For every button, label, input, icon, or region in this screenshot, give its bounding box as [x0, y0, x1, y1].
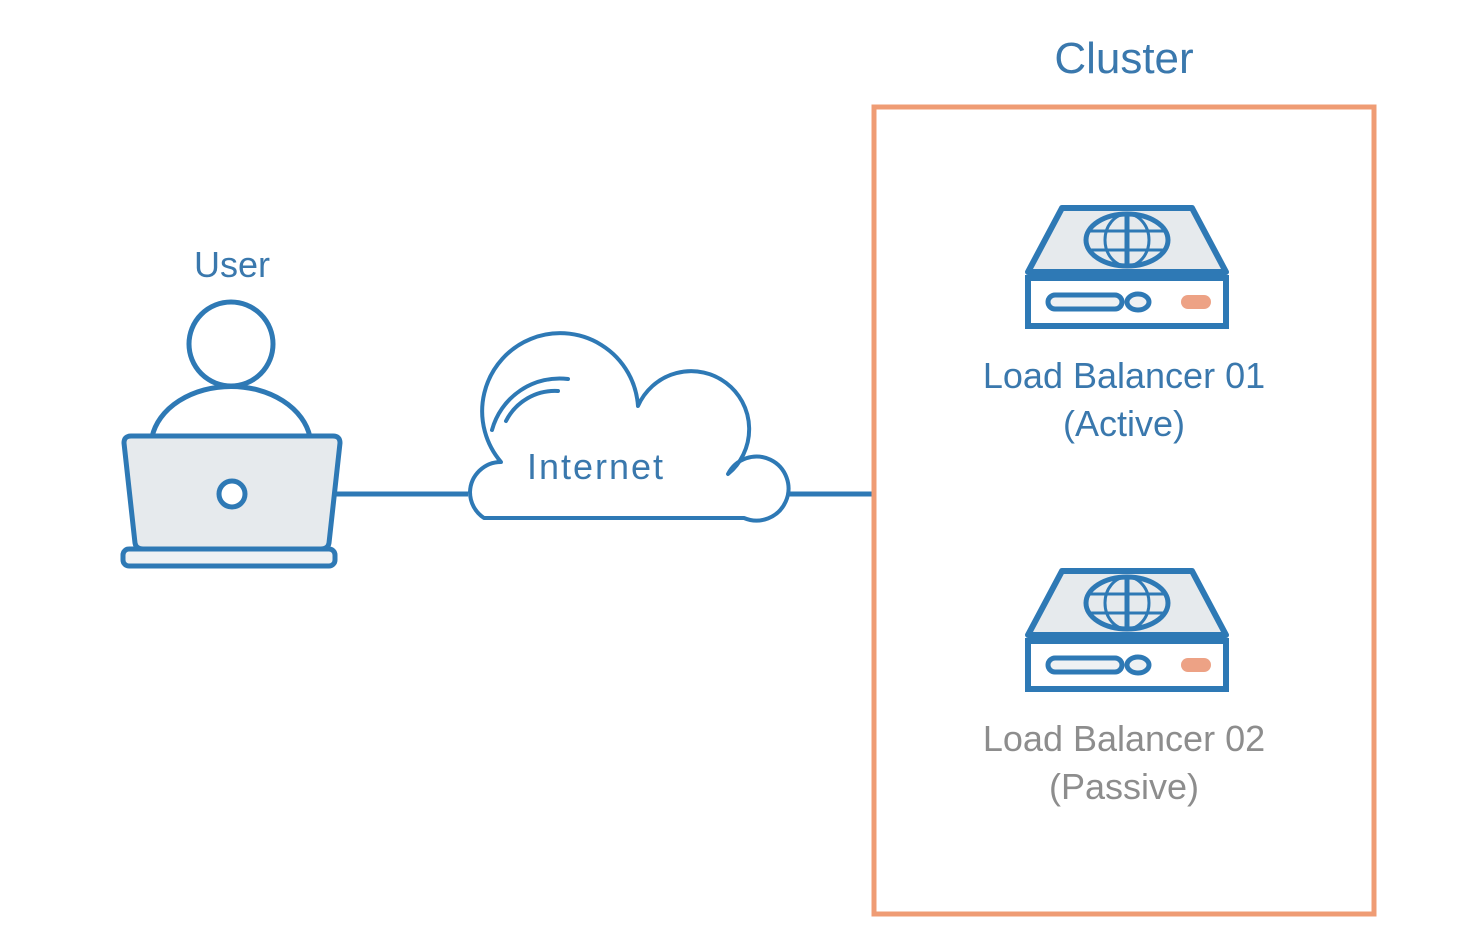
load-balancer-icon: [1025, 568, 1229, 692]
user-node[interactable]: User: [120, 244, 343, 569]
load-balancer-02-label-line2: (Passive): [1049, 766, 1199, 807]
user-label: User: [194, 244, 270, 285]
load-balancer-01-label-line2: (Active): [1063, 403, 1185, 444]
load-balancer-01-label-line1: Load Balancer 01: [983, 355, 1265, 396]
load-balancer-01-node[interactable]: Load Balancer 01 (Active): [983, 205, 1265, 444]
load-balancer-02-node[interactable]: Load Balancer 02 (Passive): [983, 568, 1265, 807]
status-led: [1181, 295, 1211, 309]
load-balancer-icon: [1025, 205, 1229, 329]
globe-icon: [1083, 211, 1171, 269]
internet-label: Internet: [527, 446, 665, 487]
cluster-title: Cluster: [1054, 34, 1193, 83]
status-led: [1181, 658, 1211, 672]
cluster-boundary-box: [871, 104, 1377, 917]
user-laptop-icon: [120, 299, 343, 569]
globe-icon: [1083, 574, 1171, 632]
cloud-icon: [467, 331, 791, 523]
internet-node[interactable]: Internet: [467, 331, 791, 523]
load-balancer-02-label-line1: Load Balancer 02: [983, 718, 1265, 759]
